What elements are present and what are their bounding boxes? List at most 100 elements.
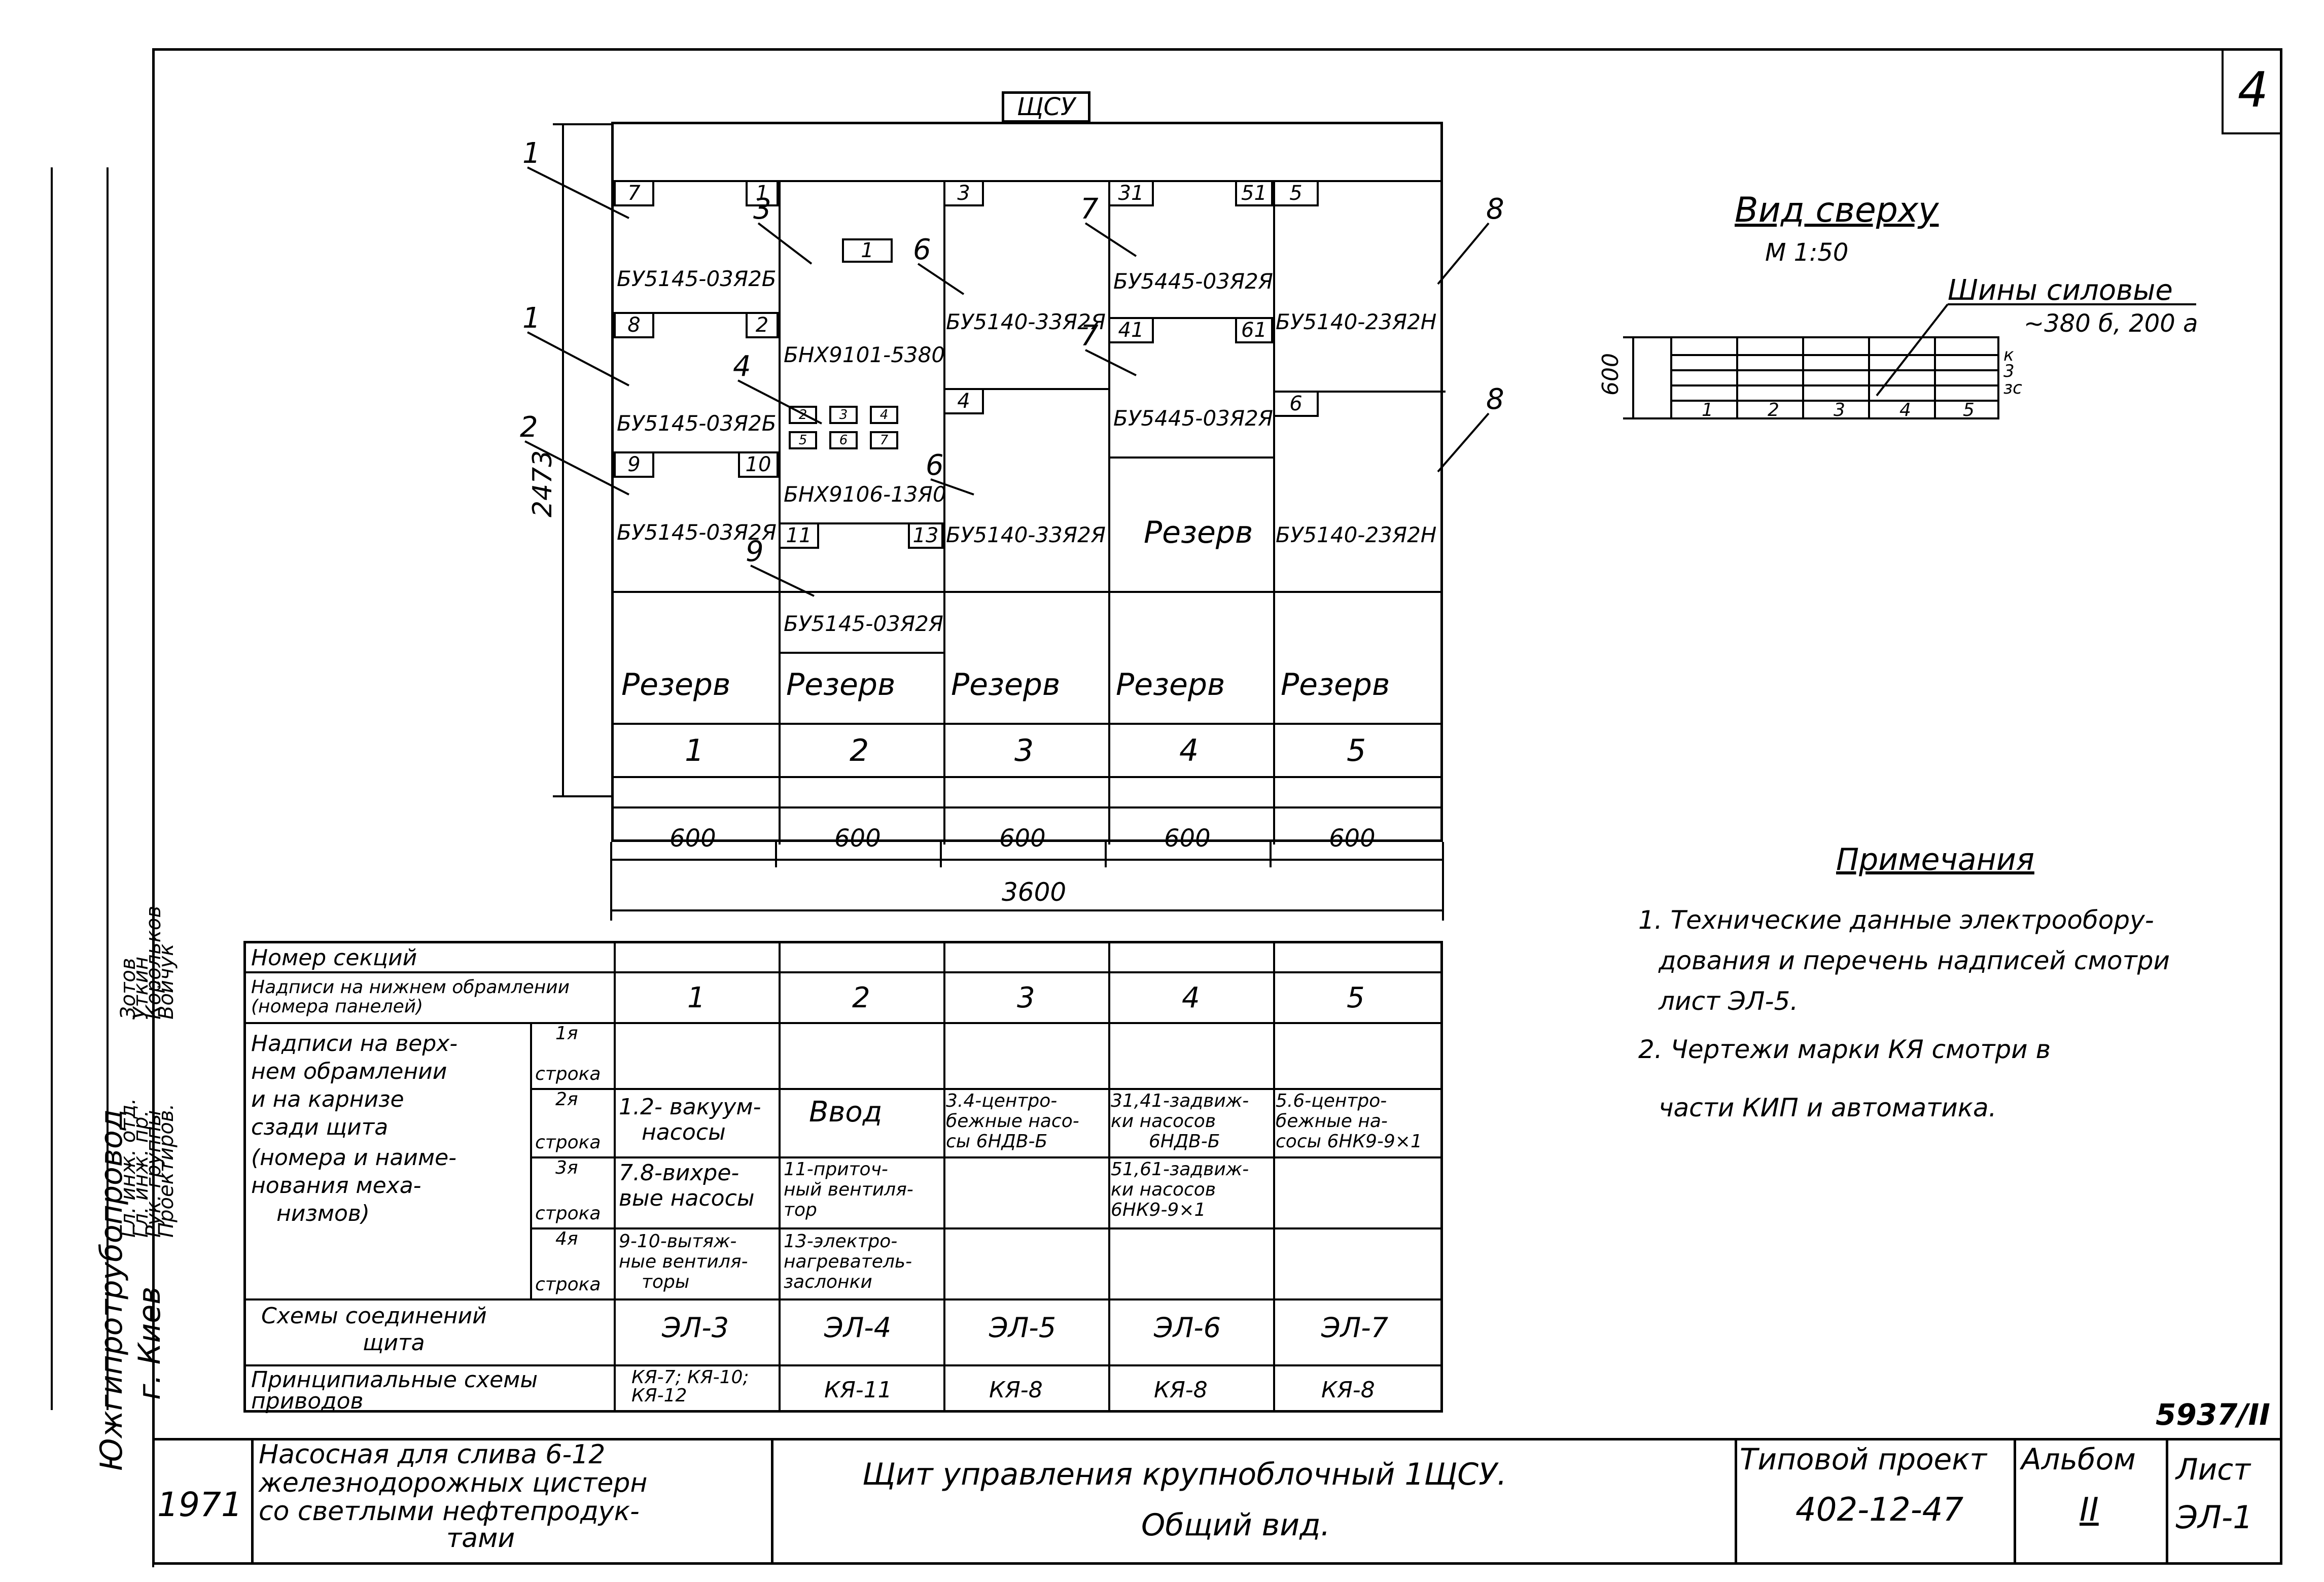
callout-number: 7 [1080,320,1099,353]
callout-number: 2 [520,411,538,444]
line-number: 4я [555,1228,578,1249]
block-number: 41 [1108,317,1154,343]
scheme-ref: ЭЛ-4 [824,1312,892,1344]
small-block: 7 [870,431,898,449]
block-model: БУ5145-03Я2Я [784,611,943,636]
block-number: 61 [1235,317,1273,343]
principal-ref: КЯ-8 [1321,1377,1375,1403]
section-number: 4 [1179,733,1199,768]
reserve-label: Резерв [1144,515,1253,550]
block-model: БУ5140-23Я2Н [1276,309,1437,334]
row-header-sections: Номер секций [251,945,417,971]
scheme-ref: ЭЛ-5 [989,1312,1057,1344]
depth-dimension: 600 [1598,353,1624,396]
busbar-rating: ~380 б, 200 а [2024,309,2198,338]
block-number: 9 [614,451,654,478]
block-number: 1 [842,238,893,263]
top-view-scale: М 1:50 [1765,238,1849,267]
object-line: со светлыми нефтепродук- [259,1496,640,1527]
block-number: 10 [738,451,779,478]
phase-label: зс [2003,378,2022,398]
line-word: строка [535,1203,601,1224]
section-number: 1 [685,733,705,768]
block-number: 1 [746,180,779,206]
width-dimension: 600 [1329,824,1376,853]
cell-text: 13-электро- [784,1231,898,1252]
width-dimension: 600 [834,824,881,853]
callout-number: 6 [913,233,931,266]
cell-text: 9-10-вытяж- [619,1231,737,1252]
section-divider [943,180,945,845]
cell-text: 31,41-задвиж- [1111,1091,1249,1111]
cell-text: 1.2- вакуум- [619,1094,761,1120]
top-title-line: и на карнизе [251,1086,404,1112]
block-number: 7 [614,180,654,206]
width-dimension: 600 [670,824,716,853]
callout-number: 4 [733,350,751,383]
cell-text: ные вентиля- [619,1251,748,1272]
row-header-schemes: Схемы соединений [261,1303,487,1329]
top-section-number: 1 [1702,400,1713,420]
cell-text: 11-приточ- [784,1159,888,1180]
line-word: строка [535,1274,601,1295]
reserve-label: Резерв [786,667,896,702]
project-code: 5937/II [2156,1397,2270,1432]
top-section-number: 3 [1834,400,1845,420]
top-section-number: 5 [1963,400,1975,420]
block-model: БУ5140-23Я2Н [1276,522,1437,547]
number-row-line [614,723,1440,725]
cell-text: торы [642,1272,690,1292]
busbar-label: Шины силовые [1948,274,2173,307]
cell-text: бежные на- [1276,1111,1388,1132]
line-word: строка [535,1132,601,1153]
cell-text: ки насосов [1111,1179,1216,1200]
block-number: 2 [746,312,779,338]
panel-title: ЩСУ [1002,91,1090,123]
sheet-frame [152,48,2282,1565]
block-number: 4 [943,388,984,414]
block-number: 3 [943,180,984,206]
row-header-principal: приводов [251,1388,364,1414]
height-dimension: 2473 [527,450,558,517]
album-label: Альбом [2021,1442,2136,1476]
cell-text: заслонки [784,1272,872,1292]
cell-text: тор [784,1200,817,1220]
block-model: БУ5445-03Я2Я [1113,269,1273,294]
cell-text: 7.8-вихре- [619,1160,740,1186]
section-number: 5 [1347,733,1366,768]
block-model: БНХ9106-13Я0 [784,482,946,507]
section-number: 3 [1014,733,1034,768]
block-number: 31 [1108,180,1154,206]
scheme-ref: ЭЛ-3 [662,1312,729,1344]
reserve-label: Резерв [1281,667,1390,702]
top-title-line: Надписи на верх- [251,1031,458,1057]
block-number: 11 [779,522,819,549]
drawing-title: Щит управления крупноблочный 1ЩСУ. [862,1457,1507,1492]
width-dimension: 600 [999,824,1046,853]
small-block: 3 [829,406,858,424]
cell-text: сы 6НДВ-Б [946,1131,1048,1152]
reserve-label: Резерв [1116,667,1225,702]
principal-ref: КЯ-12 [631,1385,687,1406]
block-model: БУ5445-03Я2Я [1113,406,1273,431]
callout-number: 9 [746,535,764,568]
block-model: БУ5140-33Я2Я [946,522,1106,547]
object-line: Насосная для слива 6-12 [259,1439,606,1470]
block-number: 6 [1273,391,1319,417]
col-number: 2 [852,981,870,1014]
project-label: Типовой проект [1740,1442,1987,1476]
strip-line [107,167,110,1410]
cell-text: 6НК9-9×1 [1111,1200,1206,1220]
row-header-principal: Принципиальные схемы [251,1367,538,1393]
col-number: 3 [1017,981,1035,1014]
section-divider [1273,180,1275,845]
strip-line [51,167,54,1410]
col-number: 1 [687,981,706,1014]
block-number: 8 [614,312,654,338]
block-number: 51 [1235,180,1273,206]
block-number: 5 [1273,180,1319,206]
sheet-id: ЭЛ-1 [2176,1499,2253,1536]
line-word: строка [535,1064,601,1084]
row-header-schemes: щита [363,1330,425,1356]
reserve-row-line [614,591,1440,593]
